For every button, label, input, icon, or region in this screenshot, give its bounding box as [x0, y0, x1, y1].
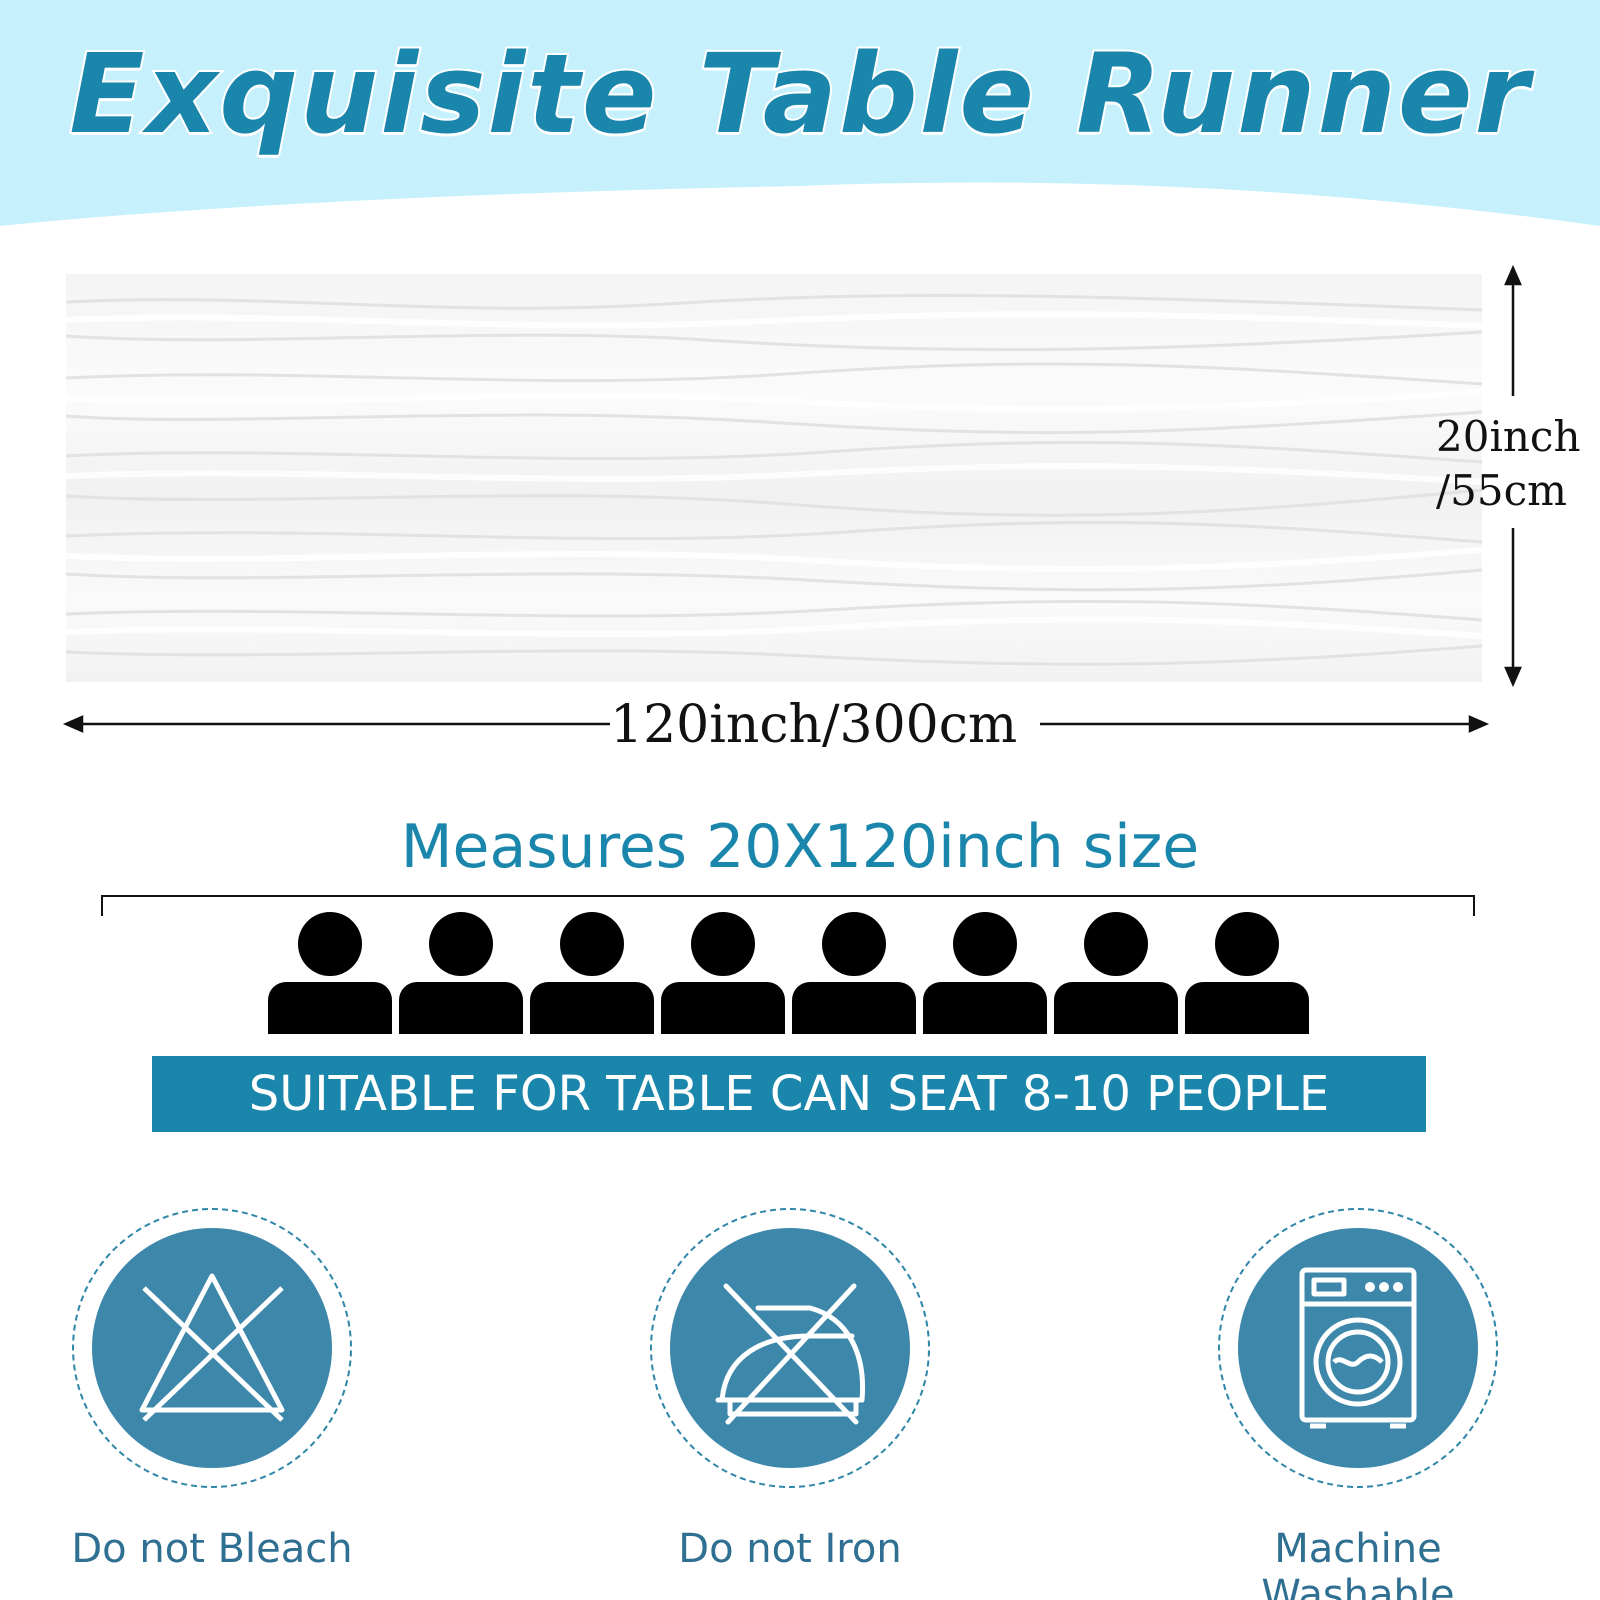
care-label: Machine Washable [1261, 1526, 1455, 1600]
care-label: Do not Iron [678, 1526, 902, 1572]
person-icon [268, 912, 392, 1034]
care-item-machine-washable: Machine Washable [1218, 1208, 1518, 1600]
dashed-ring [1218, 1208, 1498, 1488]
person-icon [792, 912, 916, 1034]
washing-machine-icon [1238, 1228, 1478, 1468]
people-row [268, 912, 1332, 1034]
seating-capacity-banner: SUITABLE FOR TABLE CAN SEAT 8-10 PEOPLE [152, 1056, 1426, 1132]
header-wave-background [0, 0, 1600, 226]
fabric-wrinkles [66, 293, 1482, 666]
width-inch-text: 20inch [1436, 412, 1581, 461]
no-bleach-icon [92, 1228, 332, 1468]
width-dimension-label: 20inch /55cm [1436, 410, 1596, 518]
care-item-no-bleach: Do not Bleach [71, 1208, 372, 1600]
header-banner: Exquisite Table Runner [0, 0, 1600, 230]
length-dimension-label: 120inch/300cm [610, 695, 1018, 755]
width-cm-text: /55cm [1436, 466, 1567, 515]
person-icon [661, 912, 785, 1034]
seating-bracket [101, 895, 1475, 916]
dashed-ring [72, 1208, 352, 1488]
table-runner-image [66, 274, 1482, 682]
person-icon [530, 912, 654, 1034]
person-icon [1185, 912, 1309, 1034]
care-item-no-iron: Do not Iron [650, 1208, 950, 1600]
person-icon [399, 912, 523, 1034]
page-title: Exquisite Table Runner [67, 28, 1531, 160]
no-iron-icon [670, 1228, 910, 1468]
dimension-arrows [62, 264, 1522, 733]
person-icon [923, 912, 1047, 1034]
measures-heading: Measures 20X120inch size [400, 812, 1200, 882]
dashed-ring [650, 1208, 930, 1488]
care-label: Do not Bleach [71, 1526, 353, 1572]
person-icon [1054, 912, 1178, 1034]
